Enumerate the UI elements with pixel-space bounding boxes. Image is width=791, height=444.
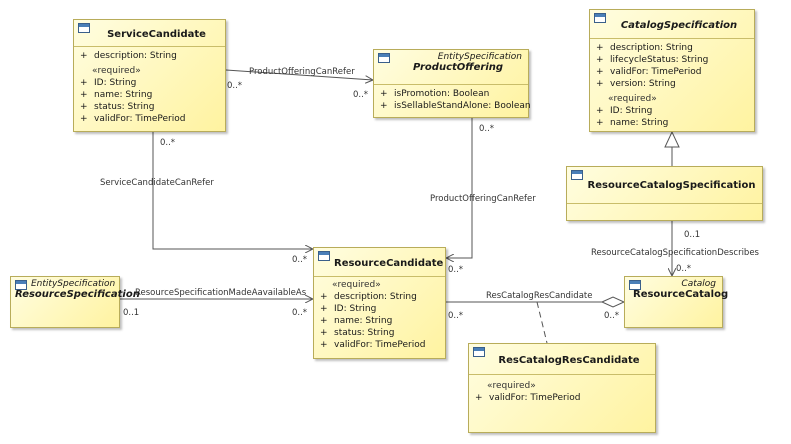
class-service-candidate[interactable]: ServiceCandidate +description: String «r…	[73, 19, 226, 132]
assoc-label: ServiceCandidateCanRefer	[100, 178, 214, 188]
mult-label: 0..*	[353, 90, 368, 100]
class-name: ResourceCatalogSpecification	[587, 180, 756, 191]
attribute[interactable]: +name: String	[596, 118, 669, 128]
attribute[interactable]: +ID: String	[80, 78, 137, 88]
mult-label: 0..*	[479, 124, 494, 134]
class-stereotype: Catalog	[681, 279, 716, 289]
attribute[interactable]: +description: String	[80, 51, 177, 61]
mult-label: 0..*	[676, 264, 691, 274]
required-section-label: «required»	[92, 66, 141, 76]
attribute[interactable]: +ID: String	[320, 304, 377, 314]
class-product-offering[interactable]: EntitySpecification ProductOffering +isP…	[373, 49, 531, 118]
attribute[interactable]: +validFor: TimePeriod	[320, 340, 426, 350]
required-section-label: «required»	[332, 280, 381, 290]
mult-label: 0..*	[448, 311, 463, 321]
mult-label: 0..*	[448, 265, 463, 275]
class-name: ResourceCatalog	[633, 289, 729, 300]
class-name: ProductOffering	[412, 62, 504, 73]
assoc-label: ProductOfferingCanRefer	[430, 194, 536, 204]
class-catalog-specification[interactable]: CatalogSpecification +description: Strin…	[589, 9, 755, 132]
assoc-label: ResourceCatalogSpecificationDescribes	[591, 248, 760, 258]
class-icon	[571, 170, 583, 180]
class-resource-specification[interactable]: EntitySpecification ResourceSpecificatio…	[10, 276, 140, 328]
mult-label: 0..*	[292, 255, 307, 265]
class-name: CatalogSpecification	[620, 20, 738, 31]
attribute[interactable]: +isPromotion: Boolean	[380, 89, 490, 99]
class-name: ResourceCandidate	[334, 258, 444, 269]
attribute[interactable]: +lifecycleStatus: String	[596, 55, 709, 65]
required-section-label: «required»	[487, 381, 536, 391]
attribute[interactable]: +validFor: TimePeriod	[596, 67, 702, 77]
mult-label: 0..1	[123, 308, 139, 318]
mult-label: 0..*	[160, 138, 175, 148]
mult-label: 0..*	[227, 81, 242, 91]
assoc-product-offering-can-refer-right[interactable]	[446, 118, 472, 258]
attribute[interactable]: +status: String	[80, 102, 155, 112]
mult-label: 0..*	[604, 311, 619, 321]
mult-label: 0..*	[292, 308, 307, 318]
class-icon	[473, 347, 485, 357]
attribute[interactable]: +validFor: TimePeriod	[80, 114, 186, 124]
generalization-arrow[interactable]	[664, 130, 680, 148]
class-icon	[378, 53, 390, 63]
class-resource-candidate[interactable]: ResourceCandidate «required» +descriptio…	[313, 247, 446, 359]
class-icon	[318, 251, 330, 261]
class-stereotype: EntitySpecification	[31, 279, 116, 289]
class-resource-catalog-specification[interactable]: ResourceCatalogSpecification	[566, 166, 763, 221]
class-stereotype: EntitySpecification	[437, 52, 522, 62]
class-res-catalog-res-candidate[interactable]: ResCatalogResCandidate «required» +valid…	[468, 343, 656, 433]
attribute[interactable]: +name: String	[80, 90, 153, 100]
association-class-link	[536, 301, 548, 344]
class-icon	[629, 280, 641, 290]
class-name: ServiceCandidate	[107, 29, 206, 40]
class-icon	[594, 13, 606, 23]
assoc-label: ResCatalogResCandidate	[486, 291, 592, 301]
class-resource-catalog[interactable]: Catalog ResourceCatalog	[624, 276, 729, 328]
attribute[interactable]: +ID: String	[596, 106, 653, 116]
aggregation-diamond	[600, 296, 626, 308]
attribute[interactable]: +isSellableStandAlone: Boolean	[380, 101, 531, 111]
assoc-product-offering-can-refer-top[interactable]	[226, 70, 373, 80]
class-icon	[78, 23, 90, 33]
attribute[interactable]: +version: String	[596, 79, 676, 89]
attribute[interactable]: +name: String	[320, 316, 393, 326]
attribute[interactable]: +status: String	[320, 328, 395, 338]
class-name: ResCatalogResCandidate	[498, 355, 640, 366]
attribute[interactable]: +description: String	[320, 292, 417, 302]
attribute[interactable]: +description: String	[596, 43, 693, 53]
assoc-service-candidate-can-refer[interactable]	[153, 132, 313, 249]
required-section-label: «required»	[608, 94, 657, 104]
mult-label: 0..1	[684, 230, 700, 240]
class-icon	[15, 280, 27, 290]
attribute[interactable]: +validFor: TimePeriod	[475, 393, 581, 403]
class-name: ResourceSpecification	[15, 289, 140, 300]
assoc-label: ProductOfferingCanRefer	[249, 67, 355, 77]
assoc-label: ResourceSpecificationMadeAavailableAs	[135, 288, 307, 298]
